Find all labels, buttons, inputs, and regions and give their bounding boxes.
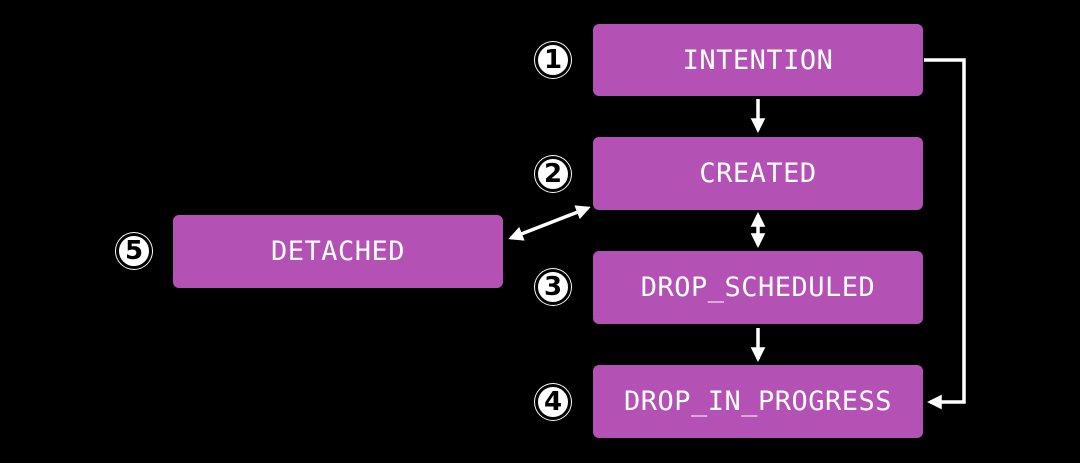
badge-1: 1 bbox=[534, 41, 572, 79]
state-drop-in-progress-label: DROP_IN_PROGRESS bbox=[623, 386, 893, 417]
state-drop-in-progress: DROP_IN_PROGRESS bbox=[593, 365, 923, 438]
badge-5-number: 5 bbox=[116, 233, 152, 269]
state-detached: DETACHED bbox=[173, 215, 503, 288]
state-intention: INTENTION bbox=[593, 24, 923, 96]
state-drop-scheduled: DROP_SCHEDULED bbox=[593, 251, 923, 324]
state-drop-scheduled-label: DROP_SCHEDULED bbox=[640, 272, 876, 303]
badge-1-number: 1 bbox=[535, 42, 571, 78]
badge-3: 3 bbox=[534, 268, 572, 306]
state-intention-label: INTENTION bbox=[682, 44, 834, 76]
state-created-label: CREATED bbox=[699, 158, 817, 189]
badge-5: 5 bbox=[115, 232, 153, 270]
badge-3-number: 3 bbox=[535, 269, 571, 305]
badge-4: 4 bbox=[534, 383, 572, 421]
state-created: CREATED bbox=[593, 137, 923, 210]
arrow-intention-to-dropinprogress bbox=[924, 58, 966, 410]
badge-4-number: 4 bbox=[535, 384, 571, 420]
badge-2: 2 bbox=[534, 155, 572, 193]
state-detached-label: DETACHED bbox=[270, 236, 406, 267]
arrow-detached-created-bidirectional bbox=[508, 205, 591, 241]
badge-2-number: 2 bbox=[535, 156, 571, 192]
